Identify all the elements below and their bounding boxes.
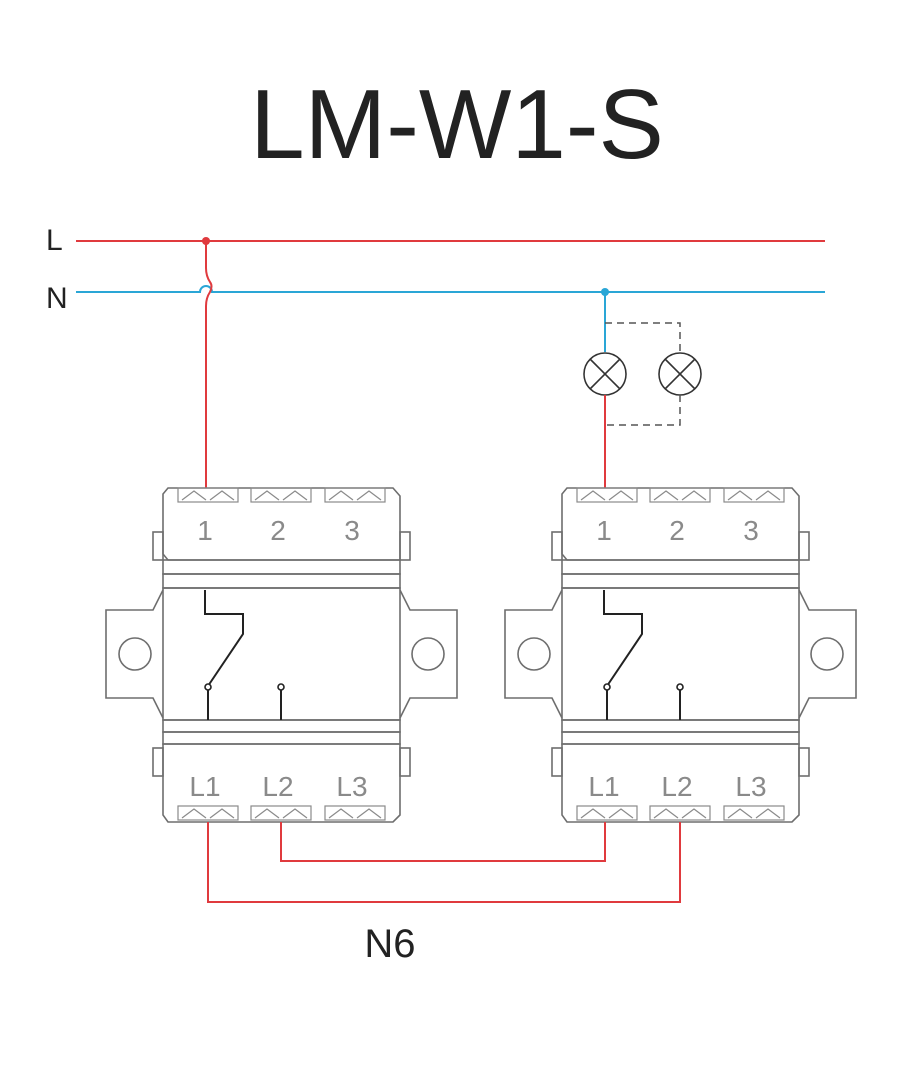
terminal-number-label: 2 <box>270 515 286 546</box>
terminal-clamp <box>649 487 711 503</box>
terminal-output-label: L2 <box>661 771 692 802</box>
terminal-clamp <box>649 805 711 821</box>
terminal-clamp <box>576 487 638 503</box>
switch-module-right: 1 2 3L1 L2 L3 <box>504 487 857 823</box>
live-drop-wire <box>205 241 213 488</box>
terminal-clamp <box>723 487 785 503</box>
diagram-caption: N6 <box>364 922 415 966</box>
terminal-output-label: L3 <box>336 771 367 802</box>
mounting-hole-icon <box>810 637 844 671</box>
terminal-clamp <box>723 805 785 821</box>
terminal-clamp <box>324 487 386 503</box>
traveler-wire-l2 <box>280 822 606 862</box>
lamp-icon <box>583 352 627 396</box>
mounting-hole-icon <box>517 637 551 671</box>
traveler-wire-l1 <box>207 822 681 903</box>
neutral-rail-label: N <box>46 282 68 315</box>
terminal-output-label: L3 <box>735 771 766 802</box>
terminal-number-label: 1 <box>596 515 612 546</box>
terminal-number-label: 1 <box>197 515 213 546</box>
terminal-output-label: L1 <box>588 771 619 802</box>
live-rail-label: L <box>46 224 63 257</box>
switch-module-left: 1 2 3L1 L2 L3 <box>105 487 458 823</box>
terminal-clamp <box>250 487 312 503</box>
terminal-number-label: 2 <box>669 515 685 546</box>
terminal-output-label: L1 <box>189 771 220 802</box>
terminal-clamp <box>177 487 239 503</box>
switch-contact-icon <box>204 590 285 720</box>
mounting-hole-icon <box>411 637 445 671</box>
terminal-clamp <box>177 805 239 821</box>
terminal-number-label: 3 <box>743 515 759 546</box>
terminal-clamp <box>576 805 638 821</box>
terminal-clamp <box>324 805 386 821</box>
lamp-icon <box>658 352 702 396</box>
switch-contact-icon <box>603 590 684 720</box>
terminal-output-label: L2 <box>262 771 293 802</box>
neutral-rail <box>76 285 825 293</box>
mounting-hole-icon <box>118 637 152 671</box>
terminal-clamp <box>250 805 312 821</box>
terminal-number-label: 3 <box>344 515 360 546</box>
diagram-title: LM-W1-S <box>250 69 664 179</box>
optional-lamp-dashed-link <box>605 322 681 426</box>
